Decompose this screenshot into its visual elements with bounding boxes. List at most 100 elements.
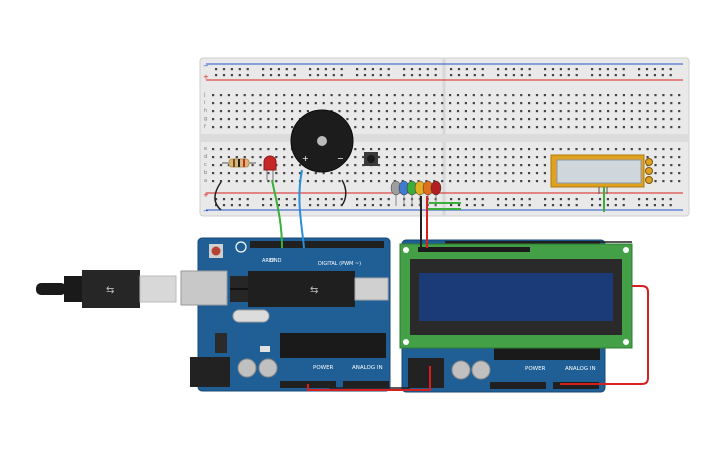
breadboard-hole[interactable] xyxy=(293,204,296,207)
breadboard-hole[interactable] xyxy=(314,180,317,183)
breadboard-hole[interactable] xyxy=(212,118,215,121)
breadboard-hole[interactable] xyxy=(354,118,357,121)
breadboard-hole[interactable] xyxy=(638,198,641,201)
slide-potentiometer[interactable] xyxy=(550,154,653,194)
breadboard-hole[interactable] xyxy=(559,126,562,129)
breadboard-hole[interactable] xyxy=(464,118,467,121)
breadboard-hole[interactable] xyxy=(377,126,381,129)
breadboard-hole[interactable] xyxy=(417,156,420,159)
breadboard-hole[interactable] xyxy=(371,68,374,71)
breadboard-hole[interactable] xyxy=(670,118,673,121)
breadboard-hole[interactable] xyxy=(283,172,286,175)
breadboard-hole[interactable] xyxy=(559,102,562,105)
breadboard-hole[interactable] xyxy=(567,102,570,105)
breadboard-hole[interactable] xyxy=(425,172,428,175)
breadboard-hole[interactable] xyxy=(528,118,531,121)
breadboard-hole[interactable] xyxy=(377,110,381,113)
breadboard-hole[interactable] xyxy=(599,148,602,151)
breadboard-hole[interactable] xyxy=(567,68,570,71)
breadboard-hole[interactable] xyxy=(354,172,357,175)
breadboard-hole[interactable] xyxy=(496,164,499,167)
breadboard-hole[interactable] xyxy=(332,204,335,207)
breadboard-hole[interactable] xyxy=(377,102,381,105)
breadboard-hole[interactable] xyxy=(645,204,649,207)
breadboard-hole[interactable] xyxy=(259,164,262,167)
breadboard-hole[interactable] xyxy=(457,74,461,77)
breadboard-hole[interactable] xyxy=(599,110,602,113)
breadboard-hole[interactable] xyxy=(238,204,241,207)
breadboard-hole[interactable] xyxy=(401,148,404,151)
breadboard-hole[interactable] xyxy=(638,102,641,105)
breadboard-hole[interactable] xyxy=(212,102,215,105)
breadboard-hole[interactable] xyxy=(653,198,656,201)
breadboard-hole[interactable] xyxy=(332,74,335,77)
breadboard-hole[interactable] xyxy=(630,126,633,129)
breadboard-hole[interactable] xyxy=(591,148,594,151)
breadboard-hole[interactable] xyxy=(551,126,554,129)
breadboard-hole[interactable] xyxy=(285,204,288,207)
breadboard-hole[interactable] xyxy=(362,126,365,129)
breadboard-hole[interactable] xyxy=(559,204,562,207)
breadboard-hole[interactable] xyxy=(409,110,412,113)
breadboard-hole[interactable] xyxy=(449,110,452,113)
breadboard-hole[interactable] xyxy=(291,126,294,129)
breadboard-hole[interactable] xyxy=(670,94,673,97)
breadboard-hole[interactable] xyxy=(338,102,341,105)
breadboard-hole[interactable] xyxy=(472,156,475,159)
breadboard-hole[interactable] xyxy=(322,180,325,183)
breadboard-hole[interactable] xyxy=(425,94,428,97)
breadboard-hole[interactable] xyxy=(583,118,586,121)
breadboard-hole[interactable] xyxy=(433,94,436,97)
breadboard-hole[interactable] xyxy=(262,198,265,201)
breadboard-hole[interactable] xyxy=(346,180,349,183)
breadboard-hole[interactable] xyxy=(551,94,554,97)
breadboard-hole[interactable] xyxy=(575,74,578,77)
breadboard-hole[interactable] xyxy=(670,180,673,183)
breadboard-hole[interactable] xyxy=(544,68,547,71)
breadboard-hole[interactable] xyxy=(298,164,302,167)
breadboard-hole[interactable] xyxy=(669,204,672,207)
breadboard-hole[interactable] xyxy=(219,164,223,167)
breadboard-hole[interactable] xyxy=(598,204,602,207)
breadboard-hole[interactable] xyxy=(678,110,681,113)
breadboard-hole[interactable] xyxy=(401,164,404,167)
breadboard-hole[interactable] xyxy=(535,180,539,183)
breadboard-hole[interactable] xyxy=(606,204,609,207)
breadboard-hole[interactable] xyxy=(591,204,594,207)
breadboard-hole[interactable] xyxy=(450,198,453,201)
breadboard-hole[interactable] xyxy=(456,102,460,105)
breadboard-hole[interactable] xyxy=(678,94,681,97)
breadboard-hole[interactable] xyxy=(409,94,412,97)
breadboard-hole[interactable] xyxy=(267,126,270,129)
breadboard-hole[interactable] xyxy=(551,204,555,207)
breadboard-hole[interactable] xyxy=(520,180,523,183)
breadboard-hole[interactable] xyxy=(543,180,546,183)
breadboard-hole[interactable] xyxy=(393,110,396,113)
breadboard-hole[interactable] xyxy=(426,68,429,71)
breadboard-hole[interactable] xyxy=(417,148,420,151)
breadboard-hole[interactable] xyxy=(678,102,681,105)
breadboard-hole[interactable] xyxy=(669,198,672,201)
breadboard-hole[interactable] xyxy=(246,198,249,201)
breadboard-hole[interactable] xyxy=(346,118,349,121)
breadboard-hole[interactable] xyxy=(654,94,657,97)
breadboard-hole[interactable] xyxy=(293,68,296,71)
breadboard-hole[interactable] xyxy=(219,118,223,121)
breadboard-hole[interactable] xyxy=(480,110,483,113)
breadboard-hole[interactable] xyxy=(496,110,499,113)
breadboard-hole[interactable] xyxy=(544,74,547,77)
breadboard-hole[interactable] xyxy=(291,180,294,183)
breadboard-hole[interactable] xyxy=(528,126,531,129)
breadboard-hole[interactable] xyxy=(338,172,341,175)
breadboard-hole[interactable] xyxy=(306,94,309,97)
breadboard-hole[interactable] xyxy=(528,204,531,207)
breadboard-hole[interactable] xyxy=(230,74,233,77)
breadboard-hole[interactable] xyxy=(243,118,246,121)
breadboard-hole[interactable] xyxy=(543,126,546,129)
breadboard-hole[interactable] xyxy=(393,172,396,175)
breadboard-hole[interactable] xyxy=(464,156,467,159)
breadboard-hole[interactable] xyxy=(418,74,421,77)
blue-wire-buzzer[interactable] xyxy=(298,169,305,249)
breadboard-hole[interactable] xyxy=(362,172,365,175)
breadboard-hole[interactable] xyxy=(362,110,365,113)
